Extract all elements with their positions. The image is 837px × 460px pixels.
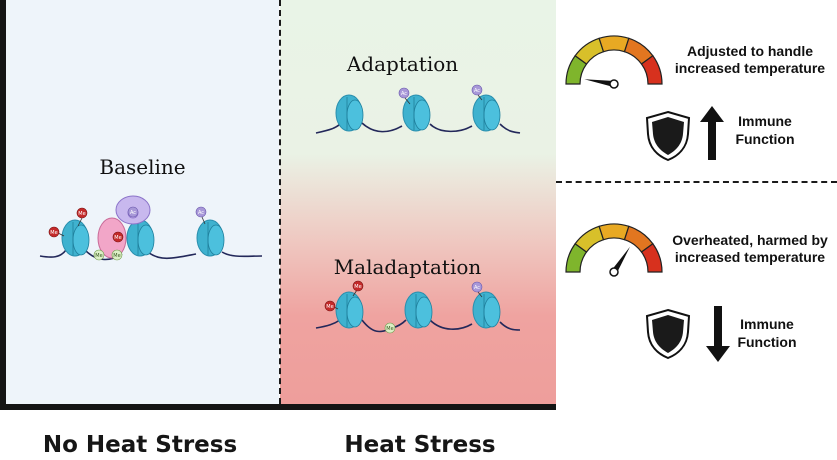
adaptation-immune-label: Immune Function xyxy=(728,113,802,148)
methyl-mark: Me xyxy=(48,226,65,238)
heat-stress-label: Heat Stress xyxy=(344,432,496,458)
baseline-nucleosome-3 xyxy=(196,219,225,257)
acetyl-mark: Ac xyxy=(471,281,483,298)
shield-icon xyxy=(645,110,691,162)
svg-text:Me: Me xyxy=(78,211,85,217)
heat-stress-panel xyxy=(280,0,556,405)
gauge-icon xyxy=(565,35,663,89)
maladaptation-annotation-line1: Overheated, harmed by xyxy=(672,232,828,248)
gauge-hub xyxy=(609,267,619,277)
maladaptation-annotation-line2: increased temperature xyxy=(674,248,826,265)
bottom-axis-line xyxy=(0,404,556,410)
baseline-dna-strand xyxy=(39,248,263,261)
no-heat-stress-label: No Heat Stress xyxy=(42,432,238,458)
adaptation-dna-strand xyxy=(315,122,521,134)
gauge-segment xyxy=(598,223,630,241)
acetyl-mark: Ac xyxy=(195,206,207,225)
svg-text:Me: Me xyxy=(50,230,57,236)
acetyl-mark: Ac xyxy=(127,206,139,218)
gauge-segment xyxy=(640,54,663,85)
maladaptation-immune-line1: Immune xyxy=(740,316,794,332)
acetyl-mark: Ac xyxy=(471,84,483,101)
left-axis-line xyxy=(0,0,6,410)
svg-text:Me: Me xyxy=(326,304,333,310)
baseline-title: Baseline xyxy=(99,155,186,179)
svg-text:Me: Me xyxy=(113,253,120,259)
adaptation-annotation-line1: Adjusted to handle xyxy=(687,43,813,59)
adaptation-annotation: Adjusted to handle increased temperature xyxy=(664,43,836,77)
adaptation-immune-line1: Immune xyxy=(738,113,792,129)
adaptation-nucleosome-1 xyxy=(335,94,364,132)
horizontal-dashed-divider xyxy=(556,181,837,183)
svg-text:Ac: Ac xyxy=(198,210,204,216)
maladaptation-annotation: Overheated, harmed by increased temperat… xyxy=(664,232,836,266)
shield-icon xyxy=(645,308,691,360)
methyl-mark: Me xyxy=(76,207,88,227)
gauge-hub xyxy=(609,79,619,89)
svg-text:Me: Me xyxy=(354,284,361,290)
unmethylated-mark: Me xyxy=(384,322,396,334)
maladaptation-immune-label: Immune Function xyxy=(730,316,804,351)
svg-text:Ac: Ac xyxy=(401,91,407,97)
baseline-nucleosome-1 xyxy=(61,219,90,257)
arrow-down-icon xyxy=(706,306,730,362)
gauge-segment xyxy=(640,242,663,273)
gauge-icon xyxy=(565,223,663,277)
svg-text:Ac: Ac xyxy=(474,88,480,94)
maladaptation-title: Maladaptation xyxy=(333,255,482,279)
gauge-needle xyxy=(611,246,631,274)
unmethylated-mark: Me xyxy=(93,249,105,261)
svg-text:Ac: Ac xyxy=(474,285,480,291)
svg-text:Me: Me xyxy=(95,253,102,259)
adaptation-immune-line2: Function xyxy=(735,130,795,147)
methyl-mark: Me xyxy=(112,231,124,243)
adaptation-nucleosome-3 xyxy=(472,94,501,132)
svg-text:Ac: Ac xyxy=(130,210,136,216)
baseline-nucleosome-2 xyxy=(126,219,155,257)
maladaptation-immune-line2: Function xyxy=(737,333,797,350)
maladaptation-nucleosome-1 xyxy=(335,291,364,329)
adaptation-title: Adaptation xyxy=(346,52,459,76)
gauge-segment xyxy=(598,35,630,53)
svg-text:Me: Me xyxy=(114,235,121,241)
methyl-mark: Me xyxy=(352,280,364,297)
gauge-needle xyxy=(584,79,615,87)
acetyl-mark: Ac xyxy=(398,87,411,105)
svg-text:Me: Me xyxy=(386,326,393,332)
adaptation-annotation-line2: increased temperature xyxy=(674,59,826,76)
unmethylated-mark: Me xyxy=(111,249,123,261)
vertical-dashed-divider xyxy=(279,0,281,404)
methyl-mark: Me xyxy=(324,300,339,312)
maladaptation-nucleosome-3 xyxy=(472,291,501,329)
maladaptation-nucleosome-2 xyxy=(404,291,433,329)
arrow-up-icon xyxy=(700,106,724,160)
pink-reader-protein xyxy=(97,217,127,259)
